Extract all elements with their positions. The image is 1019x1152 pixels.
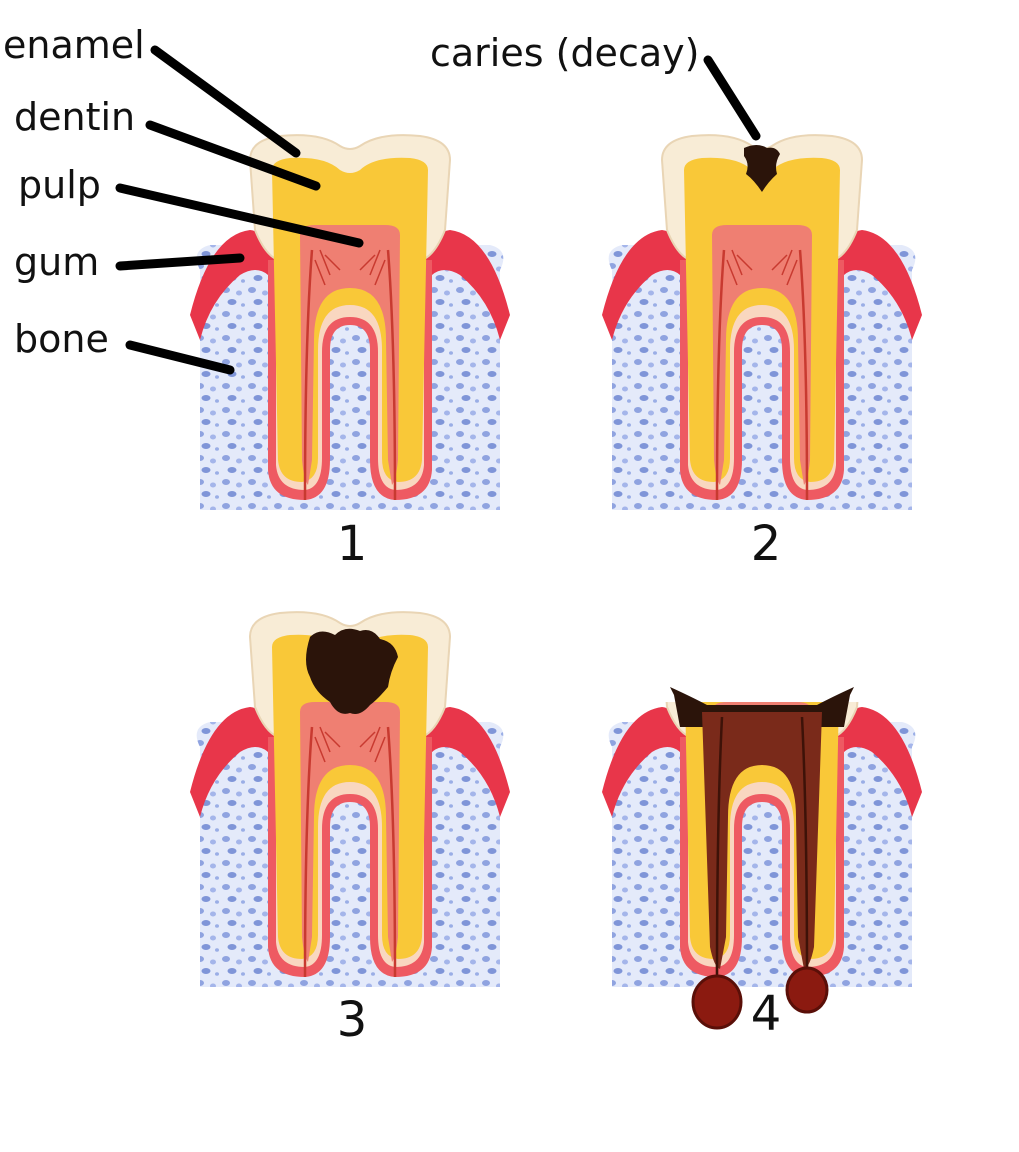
enamel-leader [150,45,301,158]
dentin-label: dentin [14,95,135,139]
bone-label: bone [14,317,109,361]
abscess-right [785,966,829,1014]
tooth-stage-4 [600,607,924,1030]
leader-lines [115,45,761,375]
stage-number-1: 1 [337,516,368,572]
gum-label: gum [14,240,99,284]
caries-cavity [306,628,398,714]
dentin-leader [145,120,321,191]
caries-leader [703,55,761,141]
caries-spot [744,145,780,192]
stage-number-3: 3 [337,992,368,1048]
enamel-label: enamel [3,23,145,67]
gum-leader [115,253,245,271]
bone-leader [125,340,235,375]
stage-number-4: 4 [751,986,782,1042]
stage-number-2: 2 [751,516,782,572]
tooth-stage-1 [188,133,512,512]
caries-label: caries (decay) [430,31,699,75]
pulp-leader [115,183,364,248]
pulp-label: pulp [18,163,101,207]
tooth-stage-3 [188,610,512,989]
tooth-stage-2 [600,133,924,512]
abscess-left [691,974,743,1030]
